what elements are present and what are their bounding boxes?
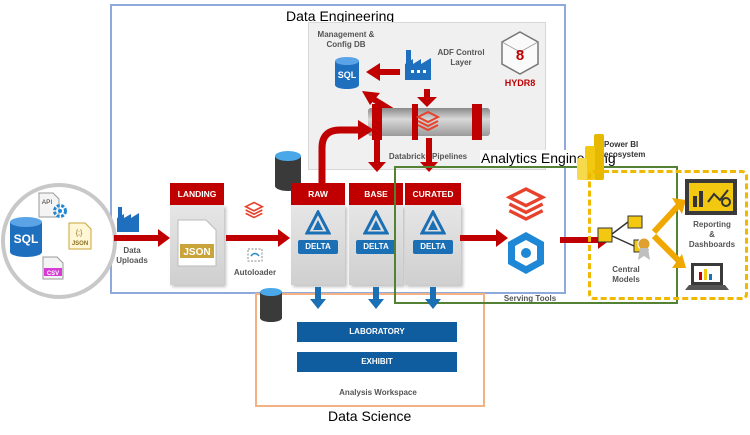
- analytics-engineering-region: [394, 166, 678, 304]
- base-delta-icon: [363, 210, 389, 235]
- sql-source-text: SQL: [14, 232, 39, 246]
- curated-delta-badge: DELTA: [413, 240, 453, 254]
- hydr8-label: HYDR8: [504, 78, 536, 88]
- serving-tools-label: Serving Tools: [503, 294, 557, 303]
- analysis-workspace-label: Analysis Workspace: [339, 388, 417, 397]
- sql-source-icon: SQL: [10, 217, 42, 257]
- csv-file-icon: CSV: [42, 256, 64, 280]
- reporting-label: Reporting & Dashboards: [688, 220, 736, 249]
- gear-icon: [53, 204, 67, 218]
- adf-factory-icon: [405, 50, 431, 80]
- raw-delta-badge: DELTA: [298, 240, 338, 254]
- models-to-reporting-arrows: [651, 198, 686, 268]
- landing-json-file-icon: JSON: [177, 219, 217, 267]
- management-config-label: Management & Config DB: [317, 30, 375, 49]
- landing-to-raw-arrow: [226, 229, 290, 247]
- hydr8-logo-icon: 8: [501, 31, 539, 75]
- autoloader-icon: [247, 248, 263, 262]
- raw-delta-icon: [305, 210, 331, 235]
- power-bi-label: Power BI ecosystem: [604, 140, 646, 159]
- api-text: API: [42, 199, 53, 206]
- sql-db-text: SQL: [338, 70, 357, 80]
- serving-databricks-icon: [506, 187, 546, 221]
- autoloader-label: Autoloader: [233, 268, 277, 277]
- hydr8-digit: 8: [516, 47, 524, 64]
- autoloader-databricks-icon: [244, 201, 264, 219]
- curated-to-serving-arrow: [460, 229, 508, 247]
- adf-control-label: ADF Control Layer: [437, 48, 485, 67]
- central-models-icon: [597, 215, 651, 260]
- synapse-icon: [508, 232, 544, 274]
- exhibit-bar: EXHIBIT: [297, 352, 457, 372]
- json-file-icon: {;} JSON: [68, 222, 92, 250]
- base-delta-badge: DELTA: [356, 240, 396, 254]
- laptop-report-icon: [685, 263, 729, 290]
- data-science-title: Data Science: [328, 408, 412, 424]
- power-bi-region: [588, 170, 748, 300]
- curated-header: CURATED: [405, 183, 461, 205]
- base-header: BASE: [349, 183, 403, 205]
- pipeline-cap-left: [372, 104, 382, 140]
- pipeline-cap-mid: [412, 104, 418, 140]
- data-uploads-factory-icon: [117, 207, 139, 232]
- curated-delta-icon: [420, 210, 446, 235]
- raw-to-pipeline-arrow: [318, 120, 374, 186]
- landing-json-text: JSON: [183, 247, 210, 258]
- stages-to-workspace-arrows: [310, 287, 441, 309]
- api-doc-icon: API: [38, 192, 60, 218]
- pipeline-cap-right: [472, 104, 482, 140]
- sql-db-icon: SQL: [335, 57, 359, 89]
- data-science-region: [255, 293, 485, 407]
- central-models-label: Central Models: [612, 265, 640, 284]
- laboratory-bar: LABORATORY: [297, 322, 457, 342]
- csv-source-text: CSV: [47, 271, 59, 277]
- data-engineering-title: Data Engineering: [286, 8, 395, 24]
- workspace-storage-icon: [260, 288, 282, 322]
- landing-header: LANDING: [170, 183, 224, 205]
- sources-to-landing-arrow: [114, 229, 170, 247]
- dashboard-screen-icon: [685, 179, 737, 215]
- raw-header: RAW: [291, 183, 345, 205]
- json-icon-braces: {;}: [76, 230, 83, 237]
- json-source-text: JSON: [72, 241, 88, 247]
- data-uploads-label: Data Uploads: [116, 246, 148, 265]
- databricks-icon: [416, 110, 440, 132]
